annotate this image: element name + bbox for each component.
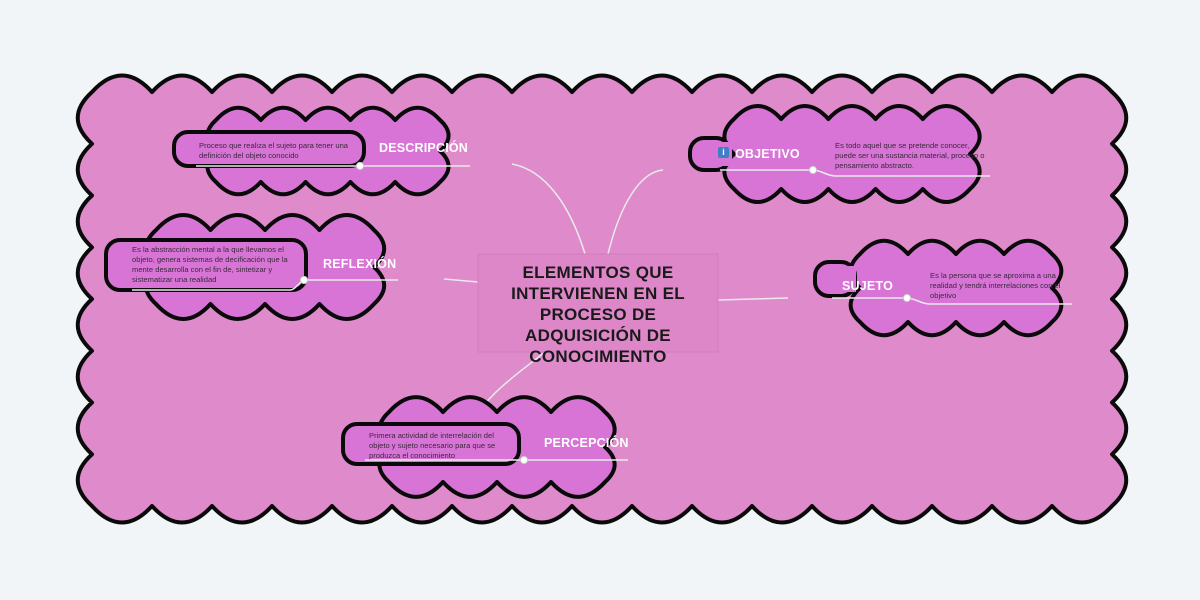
connector-line <box>717 297 789 301</box>
cloud-sujeto <box>848 238 1064 338</box>
topic-sujeto-text: Es la persona que se aproxima a una real… <box>930 271 1061 300</box>
connector-lines <box>443 163 789 463</box>
topic-reflexion-label[interactable]: REFLEXIÓN <box>323 257 397 271</box>
topic-cloud-shapes <box>104 104 1064 499</box>
connector-line <box>511 163 586 255</box>
topic-percepcion-label[interactable]: PERCEPCIÓN <box>544 436 629 450</box>
topic-reflexion-text: Es la abstracción mental a la que llevam… <box>132 245 288 284</box>
cloud-objetivo <box>722 104 982 204</box>
connector-line <box>607 169 664 255</box>
collapse-knob[interactable] <box>299 275 309 285</box>
cloud-seam-fill <box>124 244 164 286</box>
collapse-knob[interactable] <box>902 293 912 303</box>
cloud-seam-fill <box>190 136 230 162</box>
central-topic-title[interactable]: ELEMENTOS QUE INTERVIENEN EN EL PROCESO … <box>511 263 685 366</box>
topic-objetivo-label[interactable]: OBJETIVO <box>735 147 800 161</box>
topic-objetivo-text: Es todo aquel que se pretende conocer, p… <box>835 141 985 170</box>
topic-descripcion-text: Proceso que realiza el sujeto para tener… <box>199 141 349 160</box>
topic-descripcion-label[interactable]: DESCRIPCIÓN <box>379 141 469 155</box>
topic-underlines <box>132 161 1072 465</box>
central-topic-box[interactable] <box>477 253 719 353</box>
connector-line <box>443 278 479 283</box>
cloud-seam-fill <box>366 428 396 460</box>
cloud-seam-fill <box>832 266 856 292</box>
collapse-knob[interactable] <box>519 455 529 465</box>
info-icon: i <box>718 147 729 158</box>
collapse-knob[interactable] <box>355 161 365 171</box>
topic-percepcion-text: Primera actividad de interrelación del o… <box>369 431 496 460</box>
collapse-knob[interactable] <box>808 165 818 175</box>
topic-sujeto-label[interactable]: SUJETO <box>842 279 893 293</box>
